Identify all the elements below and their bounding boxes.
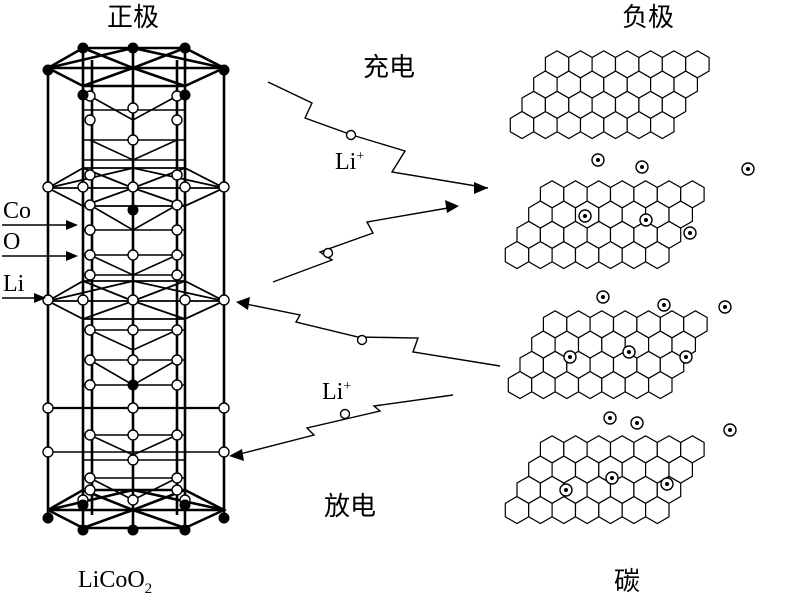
oxygen-atom [171,199,183,211]
oxygen-atom [127,294,139,306]
oxygen-atom [171,324,183,336]
oxygen-atom [171,429,183,441]
li-ion-label-discharge: Li+ [322,379,352,405]
oxygen-atom [42,181,54,193]
cobalt-atom [179,499,191,511]
oxygen-atom [127,102,139,114]
cobalt-atom [127,204,139,216]
charge-arrow-1 [267,81,489,189]
li-ion-label-charge: Li+ [335,149,365,175]
oxygen-atom [84,379,96,391]
oxygen-atom [84,269,96,281]
oxygen-atom [127,354,139,366]
oxygen-atom [171,114,183,126]
graphite-sheet-3 [507,310,708,400]
oxygen-atom [218,446,230,458]
cobalt-atom [127,42,139,54]
oxygen-atom [127,324,139,336]
charge-arrow-2-head [445,200,459,213]
oxygen-atom [218,402,230,414]
charge-arrow-2 [272,207,449,283]
cobalt-atom [77,499,89,511]
discharge-arrow-2-head [229,449,244,461]
oxygen-atom [171,472,183,484]
oxygen-atom [171,354,183,366]
cobalt-atom [179,524,191,536]
cobalt-atom [77,42,89,54]
oxygen-atom [171,224,183,236]
oxygen-atom [84,354,96,366]
oxygen-atom [84,484,96,496]
cobalt-atom [218,512,230,524]
negative-electrode-label: 负极 [622,3,675,33]
anode-material-label: 碳 [614,567,641,597]
graphite-sheet-1 [509,50,710,140]
cobalt-atom [218,64,230,76]
co-label: Co [3,198,32,224]
ion-on-charge-arrow-1 [345,129,357,141]
oxygen-atom [179,181,191,193]
oxygen-atom [77,181,89,193]
cathode-material-label: LiCoO2 [78,567,153,597]
cobalt-atom [127,379,139,391]
charge-label: 充电 [363,53,416,83]
oxygen-atom [171,269,183,281]
oxygen-atom [127,402,139,414]
ion-on-discharge-arrow-1 [356,334,368,346]
discharge-label: 放电 [324,492,377,522]
cobalt-atom [77,524,89,536]
graphite-sheet-4 [504,435,705,525]
oxygen-atom [127,454,139,466]
cobalt-atom [127,524,139,536]
oxygen-atom [42,446,54,458]
oxygen-atom [42,294,54,306]
oxygen-atom [179,294,191,306]
oxygen-atom [84,114,96,126]
oxygen-atom [42,402,54,414]
positive-electrode-label: 正极 [107,3,160,33]
oxygen-atom [84,472,96,484]
charge-arrow-1-head [474,182,488,194]
oxygen-atom [171,249,183,261]
oxygen-atom [127,181,139,193]
ion-on-charge-arrow-2 [322,247,334,259]
oxygen-atom [171,484,183,496]
oxygen-atom [218,181,230,193]
graphite-layers [504,50,755,525]
discharge-arrow-2 [239,394,454,455]
cathode-lattice [42,42,230,536]
oxygen-atom [127,134,139,146]
oxygen-atom [84,324,96,336]
cobalt-atom [42,64,54,76]
oxygen-atom [171,169,183,181]
ion-migration-arrows [2,81,501,461]
oxygen-atom [218,294,230,306]
oxygen-atom [127,249,139,261]
oxygen-atom [171,379,183,391]
graphite-sheet-2 [504,180,705,270]
oxygen-atom [84,224,96,236]
oxygen-atom [127,494,139,506]
cobalt-atom [77,89,89,101]
cobalt-atom [179,42,191,54]
oxygen-atom [127,429,139,441]
o-label: O [3,229,21,255]
discharge-arrow-1-head [236,297,250,310]
li-label: Li [3,271,25,297]
oxygen-atom [84,199,96,211]
oxygen-atom [84,169,96,181]
oxygen-atom [77,294,89,306]
cobalt-atom [179,89,191,101]
cobalt-atom [42,512,54,524]
oxygen-atom [84,249,96,261]
ion-on-discharge-arrow-2 [339,408,351,420]
oxygen-atom [84,429,96,441]
discharge-arrow-1 [245,303,501,367]
